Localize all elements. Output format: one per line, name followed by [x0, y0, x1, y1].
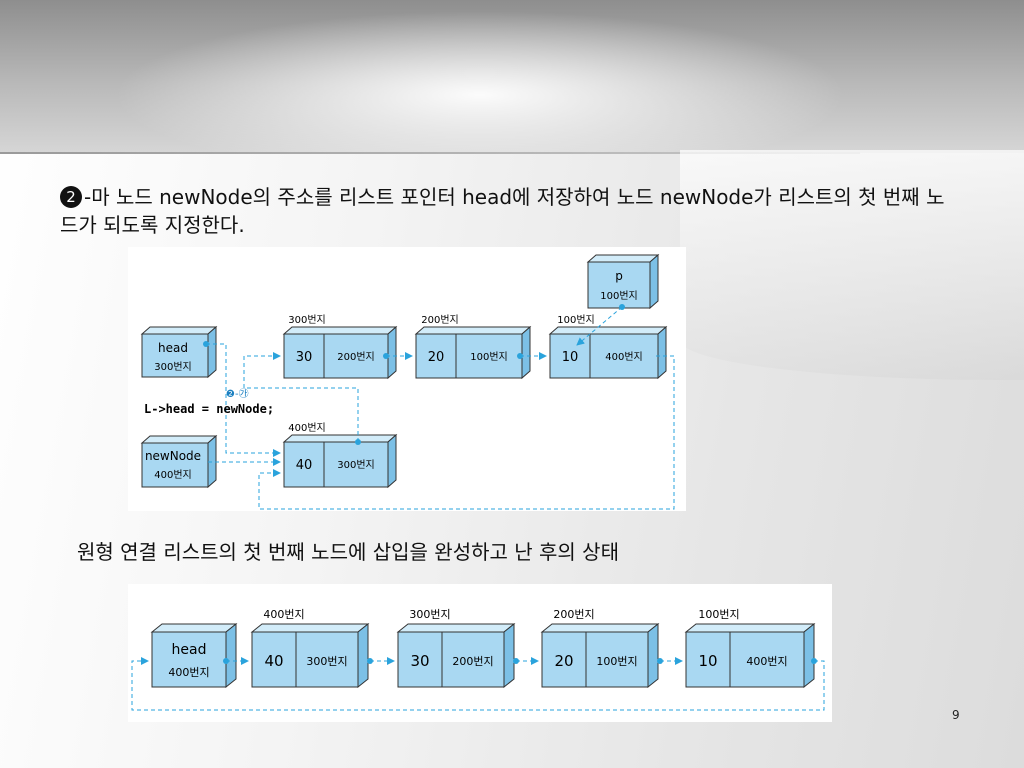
list-node-300: 300번지 30 200번지: [282, 314, 398, 380]
inserted-node-400: 400번지 40 300번지: [282, 422, 398, 489]
background-swoosh: [680, 150, 1024, 380]
list-node-300: 300번지 30 200번지: [396, 608, 516, 689]
diagram-caption: 원형 연결 리스트의 첫 번째 노드에 삽입을 완성하고 난 후의 상태: [77, 540, 619, 564]
node-address-label: 400번지: [288, 422, 326, 434]
node-data: 30: [296, 350, 313, 365]
list-node-200: 200번지 20 100번지: [540, 608, 660, 689]
node-address-label: 400번지: [263, 608, 304, 621]
node-link: 200번지: [452, 655, 493, 668]
node-address-label: 300번지: [288, 314, 326, 326]
step-description: 2-마 노드 newNode의 주소를 리스트 포인터 head에 저장하여 노…: [60, 183, 960, 239]
step-number-badge: 2: [60, 186, 82, 208]
node-data: 20: [428, 350, 445, 365]
node-data: 10: [562, 350, 579, 365]
p-node-address: 100번지: [600, 290, 638, 302]
head-pointer-node: head 300번지: [140, 325, 218, 379]
step-description-text: -마 노드 newNode의 주소를 리스트 포인터 head에 저장하여 노드…: [60, 185, 945, 237]
header-divider: [0, 152, 860, 154]
p-node-name: p: [615, 269, 623, 283]
node-data: 10: [698, 652, 717, 670]
p-pointer-node: p 100번지: [586, 253, 660, 310]
node-link: 300번지: [306, 655, 347, 668]
node-link: 300번지: [337, 459, 375, 471]
head-node-name: head: [172, 642, 207, 658]
link-arrows: [131, 657, 825, 711]
link-dots: [223, 658, 817, 664]
head-pointer-node: head 400번지: [150, 622, 238, 689]
node-link: 400번지: [746, 655, 787, 668]
node-data: 30: [410, 652, 429, 670]
head-node-address: 300번지: [154, 361, 192, 373]
node-data: 20: [554, 652, 573, 670]
newnode-pointer-node: newNode 400번지: [140, 434, 218, 489]
node-address-label: 200번지: [421, 314, 459, 326]
node-address-label: 200번지: [553, 608, 594, 621]
final-state-diagram: head 400번지 400번지 40 300번지 300번지 30 200번지…: [128, 584, 832, 722]
list-node-200: 200번지 20 100번지: [414, 314, 532, 380]
link-arrows: [206, 306, 675, 510]
node-address-label: 100번지: [557, 314, 595, 326]
list-node-400: 400번지 40 300번지: [250, 608, 370, 689]
page-number: 9: [952, 708, 960, 722]
head-node-name: head: [158, 341, 188, 355]
link-dots: [203, 304, 625, 445]
node-link: 100번지: [596, 655, 637, 668]
insertion-step-diagram: p 100번지 head 300번지 newNode 400번지 300번지 3…: [128, 247, 686, 511]
header-banner: [0, 0, 1024, 153]
node-data: 40: [296, 458, 313, 473]
step-badge: ❷-㉮: [226, 388, 249, 400]
node-address-label: 300번지: [409, 608, 450, 621]
list-node-100: 100번지 10 400번지: [684, 608, 816, 689]
newnode-pointer-address: 400번지: [154, 469, 192, 481]
node-link: 200번지: [337, 351, 375, 363]
node-data: 40: [264, 652, 283, 670]
head-node-address: 400번지: [168, 666, 209, 679]
list-node-100: 100번지 10 400번지: [548, 314, 668, 380]
newnode-pointer-name: newNode: [145, 449, 201, 463]
node-address-label: 100번지: [698, 608, 739, 621]
code-statement: L->head = newNode;: [144, 402, 274, 416]
node-link: 100번지: [470, 351, 508, 363]
node-link: 400번지: [605, 351, 643, 363]
